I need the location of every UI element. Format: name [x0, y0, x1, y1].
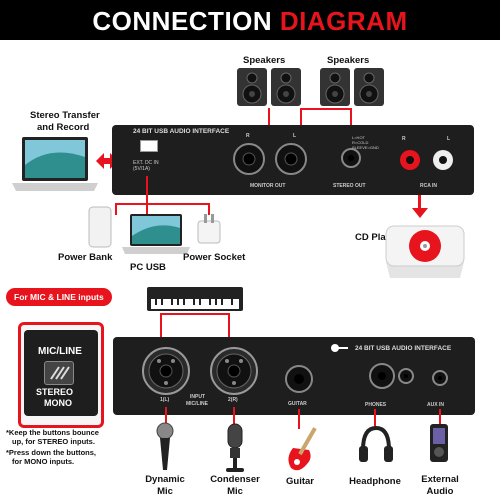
dynamic-mic-cable	[165, 407, 167, 425]
rca-cable	[418, 195, 421, 212]
usb-cable-power-bank	[115, 203, 117, 215]
mic-line-stereo-label: STEREO	[36, 387, 74, 397]
rca-arrow-icon	[412, 208, 428, 218]
laptop-top-icon	[12, 137, 98, 191]
mic-line-port-label: MIC/LINE	[186, 401, 208, 407]
mic-line-note-4: for MONO inputs.	[12, 457, 75, 466]
rca-l-label: L	[447, 136, 451, 142]
headphone-icon	[359, 425, 393, 462]
mic-line-badge: For MIC & LINE inputs	[6, 288, 112, 306]
pc-usb-label: PC USB	[130, 262, 166, 273]
mic-line-mono-label: MONO	[44, 398, 72, 408]
stereo-note-2: R=COLD	[352, 140, 369, 145]
top-interface-brand: 24 BIT USB AUDIO INTERFACE	[133, 128, 230, 135]
mic-line-button-title: MIC/LINE	[38, 346, 82, 357]
input-label: INPUT	[190, 394, 205, 400]
ch2-label: 2(R)	[228, 397, 238, 403]
external-audio-label-1: External	[421, 474, 459, 485]
rca-r-label: R	[402, 136, 406, 142]
aux-in-jack	[432, 370, 448, 386]
title-bar	[0, 0, 500, 40]
keyboard-cable-left-a	[160, 313, 162, 337]
speakers-left-label: Speakers	[243, 55, 286, 66]
rca-in-jacks	[400, 150, 453, 170]
pc-laptop-icon	[122, 214, 190, 254]
keyboard-icon	[147, 287, 243, 311]
monitor-r-label: R	[246, 133, 250, 139]
phones-jacks	[369, 363, 414, 389]
external-audio-icon	[430, 424, 448, 462]
speakers-right-label: Speakers	[327, 55, 370, 66]
keyboard-cable-right	[228, 313, 230, 337]
headphone-cable	[374, 409, 376, 429]
stereo-note-1: L=HOT	[352, 135, 366, 140]
mic-line-note-2: up, for STEREO inputs.	[12, 437, 95, 446]
power-bank-label: Power Bank	[58, 252, 113, 263]
monitor-l-label: L	[293, 133, 297, 139]
mic-line-note-1: *Keep the buttons bounce	[6, 428, 99, 437]
stereo-note-3: SLEEVE=GND	[352, 145, 379, 150]
power-socket-icon	[197, 214, 221, 244]
usb-cable-main	[146, 176, 148, 216]
guitar-icon	[288, 427, 317, 471]
guitar-label: Guitar	[286, 476, 314, 487]
guitar-port-label: GUITAR	[288, 401, 307, 407]
guitar-logo-icon	[331, 344, 348, 352]
stereo-transfer-label: Stereo Transfer	[30, 110, 100, 121]
speaker-cable-right-a	[300, 108, 302, 138]
speaker-cable-left	[268, 108, 270, 138]
speakers-left-icon	[237, 68, 301, 106]
aux-in-port-label: AUX IN	[427, 402, 444, 408]
usb-port-label: EXT. DC IN (5V/1A)	[133, 160, 159, 172]
speaker-cable-right-b	[300, 108, 352, 110]
guitar-cable	[298, 409, 300, 429]
headphone-label: Headphone	[349, 476, 401, 487]
xlr-combo-jacks	[142, 347, 258, 395]
power-bank-icon	[88, 206, 112, 248]
dynamic-mic-label-2: Mic	[157, 486, 173, 497]
title-part-2: DIAGRAM	[279, 6, 408, 36]
stereo-out-label: STEREO OUT	[333, 183, 366, 189]
usb-port	[140, 140, 158, 152]
usb-cable-split	[115, 203, 210, 205]
ch1-label: 1(L)	[160, 397, 170, 403]
bottom-interface-brand: 24 BIT USB AUDIO INTERFACE	[355, 345, 452, 352]
keyboard-cable-left-b	[160, 313, 230, 315]
condenser-mic-label-1: Condenser	[210, 474, 260, 485]
monitor-out-label: MONITOR OUT	[250, 183, 286, 189]
condenser-mic-icon	[226, 423, 244, 472]
mic-line-note-3: *Press down the buttons,	[6, 448, 97, 457]
toggle-stripes-icon	[50, 366, 70, 380]
page-title: CONNECTION DIAGRAM	[0, 6, 500, 37]
speakers-right-icon	[320, 68, 384, 106]
condenser-mic-label-2: Mic	[227, 486, 243, 497]
condenser-mic-cable	[233, 407, 235, 425]
guitar-jack	[285, 365, 313, 393]
external-audio-cable	[439, 409, 441, 427]
phones-port-label: PHONES	[365, 402, 387, 408]
dynamic-mic-label-1: Dynamic	[145, 474, 185, 485]
power-socket-label: Power Socket	[183, 252, 246, 263]
external-audio-label-2: Audio	[426, 486, 454, 497]
and-record-label: and Record	[37, 122, 90, 133]
cd-player-label: CD Player	[355, 232, 400, 243]
speaker-cable-right-c	[350, 108, 352, 132]
rca-in-label: RCA IN	[420, 183, 438, 189]
cd-player-icon	[385, 225, 465, 278]
usb-cable-power-socket	[208, 203, 210, 215]
mic-line-toggle-button	[44, 361, 74, 385]
title-part-1: CONNECTION	[92, 6, 280, 36]
monitor-out-jacks	[233, 143, 307, 175]
dynamic-mic-icon	[156, 422, 174, 470]
stereo-out-jack	[341, 148, 361, 168]
